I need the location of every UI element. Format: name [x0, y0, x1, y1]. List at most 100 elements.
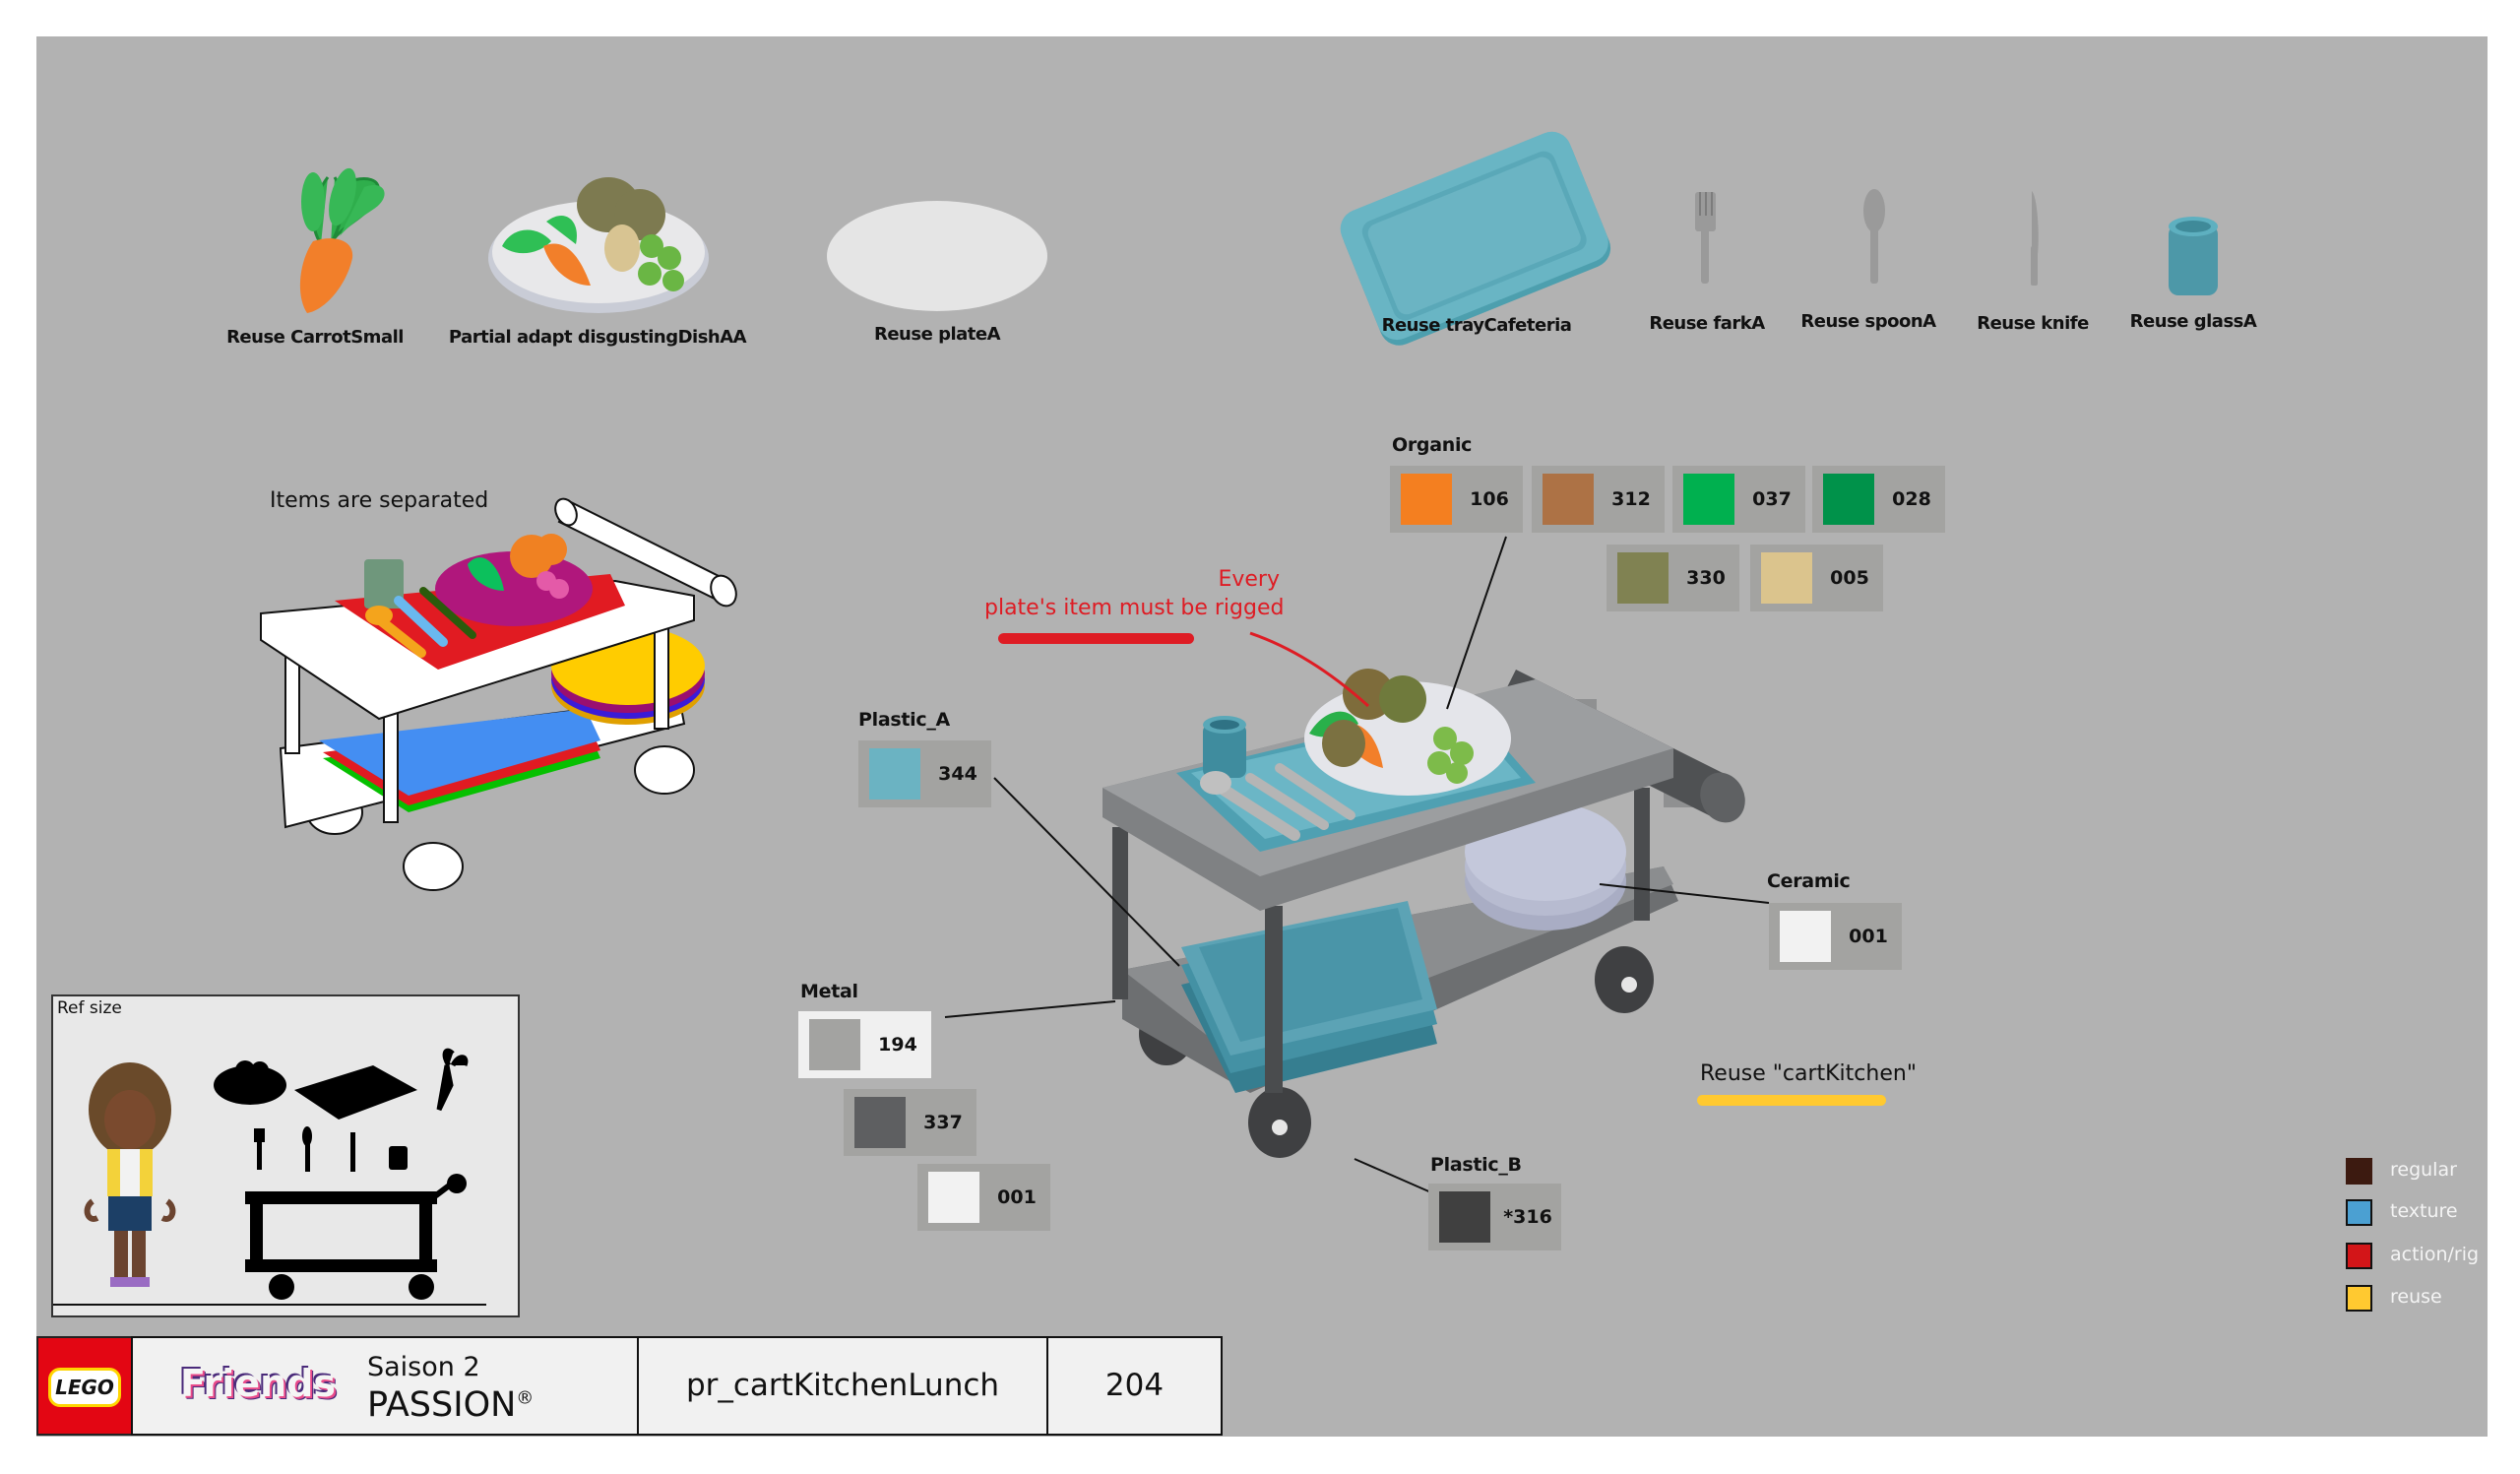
plate-food: [1309, 669, 1474, 784]
organic-leader-line: [1446, 536, 1507, 710]
metal-leader-line: [944, 1000, 1116, 1018]
lego-logo: LEGO: [36, 1336, 133, 1436]
color-code: 005: [1830, 567, 1869, 589]
season-title-text: PASSION: [367, 1385, 517, 1425]
glass-icon: [2169, 217, 2218, 295]
knife-icon: [2031, 191, 2039, 286]
color-chip: [809, 1019, 860, 1070]
dish-silhouette-icon: [214, 1065, 286, 1105]
asset-caption-tray: Reuse trayCafeteria: [1381, 315, 1572, 336]
ceramic-swatch-001: 001: [1769, 903, 1902, 970]
asset-caption-spoon: Reuse spoonA: [1800, 311, 1936, 332]
color-chip: [1401, 474, 1452, 525]
plastic-b-label: Plastic_B: [1430, 1154, 1522, 1176]
organic-swatch-005: 005: [1750, 545, 1883, 611]
cup: [1203, 716, 1246, 778]
organic-swatch-330: 330: [1606, 545, 1739, 611]
color-code: *316: [1503, 1206, 1552, 1228]
color-chip: [1761, 552, 1812, 604]
color-code: 344: [938, 763, 977, 785]
cart-legs: [1112, 788, 1650, 1093]
organic-swatch-312: 312: [1532, 466, 1665, 533]
ref-size-panel: Ref size: [51, 994, 520, 1317]
metal-swatch-001: 001: [917, 1164, 1050, 1231]
carrot-silhouette-icon: [436, 1048, 469, 1112]
asset-caption-glass: Reuse glassA: [2129, 311, 2257, 332]
tray-stack: [1181, 901, 1437, 1093]
color-code: 001: [997, 1186, 1037, 1208]
color-chip: [1780, 911, 1831, 962]
asset-caption-knife: Reuse knife: [1977, 313, 2089, 334]
separated-items-sketch: [260, 497, 737, 891]
ref-size-silhouettes: [53, 1048, 486, 1306]
ceramic-leader-line: [1599, 883, 1770, 904]
organic-swatch-106: 106: [1390, 466, 1523, 533]
title-block: LEGO Friends Saison 2 PASSION® pr_cartKi…: [36, 1336, 1223, 1436]
fork-icon: [1695, 192, 1716, 284]
season-label: Saison 2: [367, 1352, 480, 1382]
ref-size-title: Ref size: [57, 998, 122, 1018]
organic-label: Organic: [1392, 434, 1473, 456]
glass-sketch: [364, 559, 404, 609]
spoon-silhouette-icon: [305, 1136, 310, 1172]
color-code: 194: [878, 1034, 917, 1056]
minifigure-icon: [84, 1062, 176, 1287]
color-chip: [1617, 552, 1669, 604]
reuse-underline: [1697, 1095, 1886, 1106]
rig-arrow-line: [1249, 631, 1370, 708]
cutlery: [1215, 763, 1355, 841]
plastic-a-swatch-344: 344: [858, 740, 991, 807]
color-chip: [1439, 1191, 1490, 1243]
legend-label: reuse: [2390, 1286, 2442, 1308]
kitchen-cart-illustration: [1102, 669, 1745, 1158]
organic-swatch-037: 037: [1672, 466, 1805, 533]
cart-silhouette-icon: [245, 1174, 467, 1300]
page-number: 204: [1046, 1336, 1223, 1436]
metal-swatch-194: 194: [798, 1011, 931, 1078]
metal-label: Metal: [800, 981, 858, 1002]
legend-swatch: [2346, 1199, 2372, 1226]
asset-caption-dish: Partial adapt disgustingDishAA: [448, 327, 747, 348]
plastic-b-leader-line: [1354, 1158, 1434, 1194]
rig-note-line2: plate's item must be rigged: [984, 596, 1285, 620]
metal-swatch-337: 337: [844, 1089, 976, 1156]
asset-caption-plate: Reuse plateA: [873, 324, 1001, 345]
legend-swatch: [2346, 1285, 2372, 1312]
color-code: 337: [923, 1112, 963, 1133]
color-chip: [869, 748, 920, 800]
plate-icon: [827, 201, 1047, 311]
action-rig-underline: [998, 633, 1194, 644]
plastic-b-swatch-316: *316: [1428, 1184, 1561, 1250]
color-chip: [1543, 474, 1594, 525]
color-code: 106: [1470, 488, 1509, 510]
color-chip: [854, 1097, 906, 1148]
color-code: 028: [1892, 488, 1931, 510]
carrot-icon: [299, 167, 385, 313]
legend-swatch: [2346, 1243, 2372, 1269]
plastic-a-label: Plastic_A: [858, 709, 950, 731]
lego-logo-text: LEGO: [48, 1368, 121, 1407]
fork-silhouette-icon: [257, 1132, 262, 1170]
asset-caption-carrot: Reuse CarrotSmall: [226, 327, 404, 348]
legend-swatch: [2346, 1158, 2372, 1185]
color-chip: [928, 1172, 979, 1223]
season-title: PASSION®: [367, 1385, 534, 1425]
glass-silhouette-icon: [389, 1146, 408, 1170]
plastic-a-leader-line: [993, 777, 1180, 967]
series-logo-cell: Friends Saison 2 PASSION®: [131, 1336, 639, 1436]
registered-mark: ®: [516, 1387, 535, 1409]
color-code: 037: [1752, 488, 1792, 510]
color-chip: [1683, 474, 1734, 525]
tray-icon: [1340, 131, 1611, 346]
tray-silhouette-icon: [294, 1065, 417, 1120]
organic-swatch-028: 028: [1812, 466, 1945, 533]
color-chip: [1823, 474, 1874, 525]
legend-label: regular: [2390, 1159, 2457, 1181]
color-code: 330: [1686, 567, 1726, 589]
ceramic-label: Ceramic: [1767, 870, 1851, 892]
spoon-icon: [1863, 189, 1885, 284]
friends-logo: Friends: [180, 1362, 336, 1405]
dish-icon: [488, 177, 709, 313]
